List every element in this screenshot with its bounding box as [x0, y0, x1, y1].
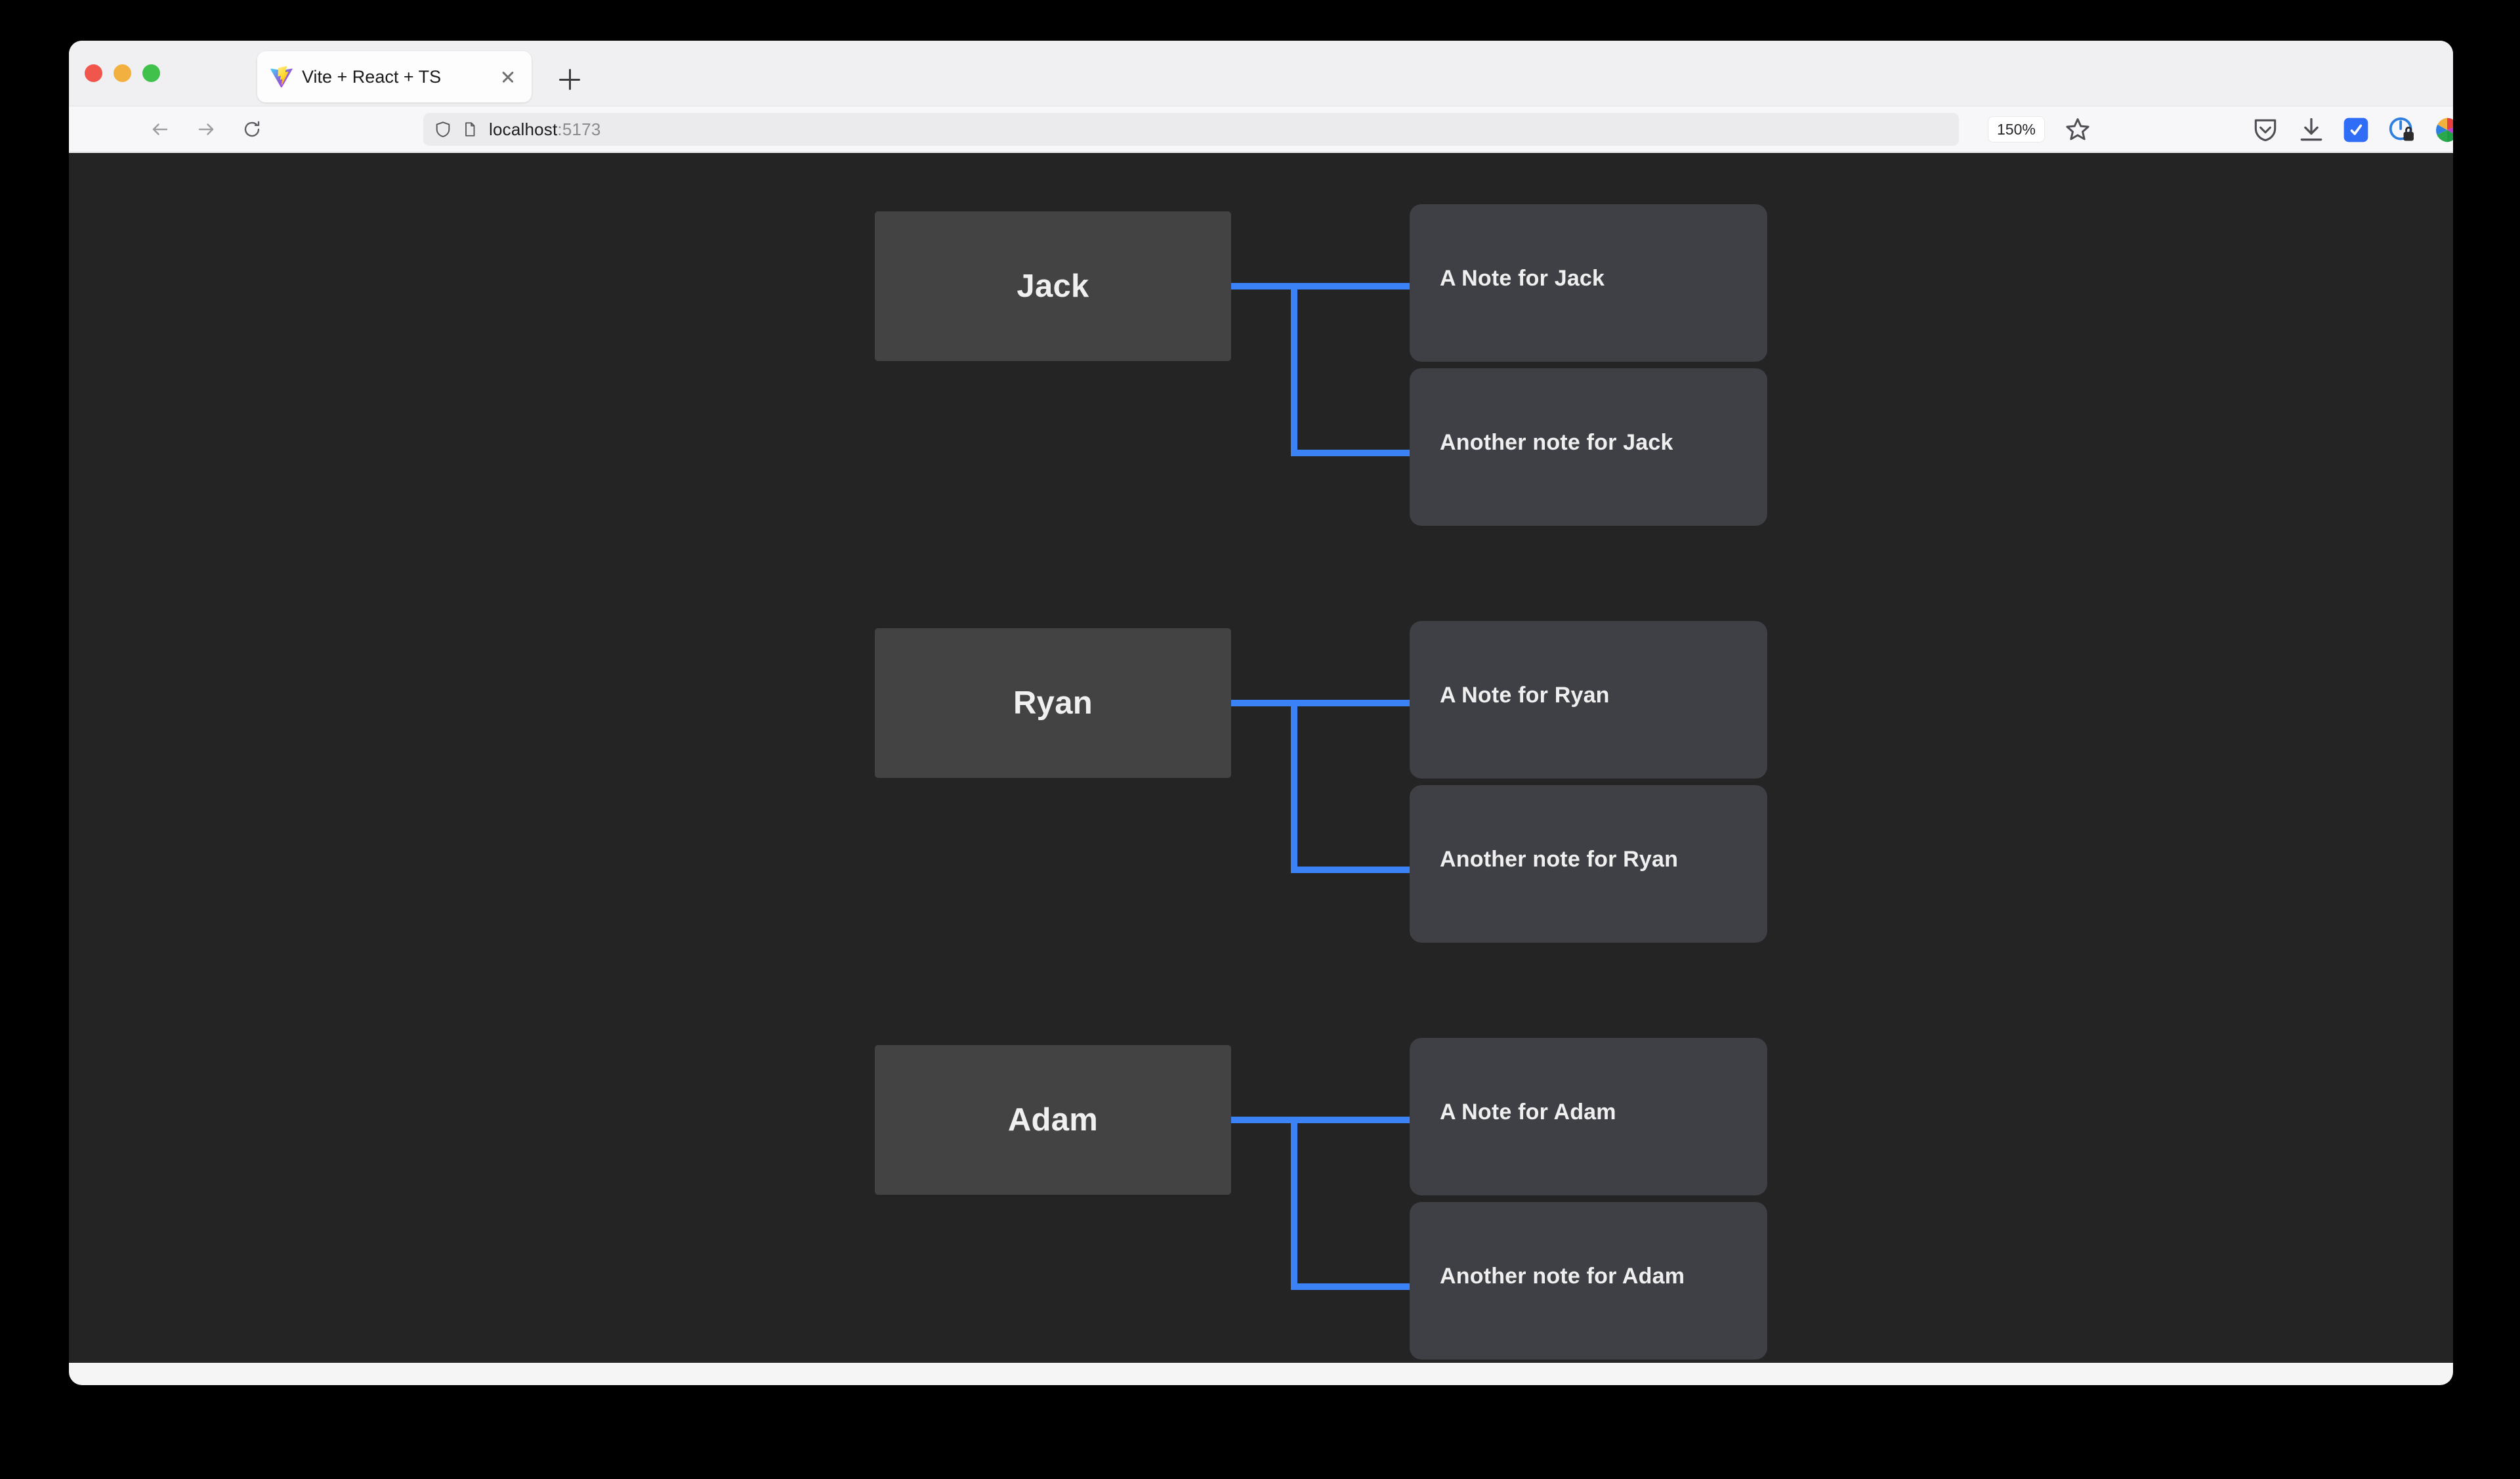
vite-logo-icon — [269, 64, 294, 89]
note-node[interactable]: A Note for Adam — [1410, 1038, 1767, 1195]
connector-line — [1291, 283, 1297, 455]
reload-icon — [244, 121, 260, 137]
arrow-left-icon — [152, 123, 168, 135]
connector-line — [1231, 283, 1415, 289]
close-icon[interactable] — [496, 65, 520, 89]
new-tab-button[interactable] — [556, 66, 583, 93]
note-node[interactable]: Another note for Ryan — [1410, 785, 1767, 943]
window-close-button[interactable] — [85, 64, 102, 82]
color-wheel-icon[interactable] — [2433, 116, 2453, 144]
arrow-right-icon — [198, 123, 214, 135]
browser-window: Vite + React + TS — [69, 41, 2453, 1385]
star-icon[interactable] — [2064, 116, 2091, 143]
parent-node[interactable]: Jack — [875, 211, 1231, 361]
parent-node[interactable]: Adam — [875, 1045, 1231, 1195]
window-minimize-button[interactable] — [114, 64, 131, 82]
tree-group: Adam A Note for Adam Another note for Ad… — [69, 987, 2453, 1363]
note-node[interactable]: A Note for Jack — [1410, 204, 1767, 362]
note-node[interactable]: Another note for Adam — [1410, 1202, 1767, 1360]
page-content: Jack A Note for Jack Another note for Ja… — [69, 153, 2453, 1363]
url-host: localhost — [489, 119, 558, 139]
connector-line — [1291, 867, 1415, 873]
parent-node[interactable]: Ryan — [875, 628, 1231, 778]
note-node-label: A Note for Jack — [1440, 266, 1605, 291]
connector-line — [1291, 700, 1297, 872]
connector-line — [1291, 1283, 1415, 1290]
tab-title: Vite + React + TS — [302, 66, 442, 87]
url-port: :5173 — [557, 119, 601, 139]
tree-group: Jack A Note for Jack Another note for Ja… — [69, 153, 2453, 560]
parent-node-label: Ryan — [1013, 685, 1093, 721]
url-text: localhost:5173 — [489, 119, 601, 140]
traffic-lights — [85, 64, 160, 82]
forward-button[interactable] — [191, 114, 221, 144]
nav-toolbar: localhost:5173 150% — [69, 106, 2453, 152]
download-icon[interactable] — [2297, 116, 2326, 144]
connector-line — [1231, 1117, 1415, 1123]
note-node[interactable]: A Note for Ryan — [1410, 621, 1767, 779]
parent-node-label: Adam — [1007, 1102, 1099, 1138]
note-node-label: Another note for Jack — [1440, 430, 1673, 455]
browser-tab[interactable]: Vite + React + TS — [257, 51, 532, 102]
note-node-label: Another note for Adam — [1440, 1264, 1685, 1289]
pocket-icon[interactable] — [2251, 116, 2280, 144]
connector-line — [1231, 700, 1415, 706]
reload-button[interactable] — [237, 114, 267, 144]
parent-node-label: Jack — [1017, 268, 1089, 304]
page-doc-icon — [465, 122, 475, 137]
privacy-badger-icon[interactable] — [2387, 116, 2416, 144]
shield-icon[interactable] — [434, 120, 452, 139]
sync-icon[interactable] — [2342, 116, 2370, 144]
connector-line — [1291, 1117, 1297, 1289]
tab-strip: Vite + React + TS — [69, 41, 2453, 106]
tree-diagram: Jack A Note for Jack Another note for Ja… — [69, 153, 2453, 1363]
note-node-label: A Note for Ryan — [1440, 683, 1610, 708]
zoom-level-badge[interactable]: 150% — [1988, 117, 2044, 142]
tree-group: Ryan A Note for Ryan Another note for Ry… — [69, 570, 2453, 977]
connector-line — [1291, 450, 1415, 456]
note-node-label: A Note for Adam — [1440, 1100, 1616, 1125]
url-bar[interactable]: localhost:5173 — [423, 113, 1959, 146]
window-maximize-button[interactable] — [142, 64, 160, 82]
note-node-label: Another note for Ryan — [1440, 847, 1679, 872]
back-button[interactable] — [145, 114, 175, 144]
note-node[interactable]: Another note for Jack — [1410, 368, 1767, 526]
